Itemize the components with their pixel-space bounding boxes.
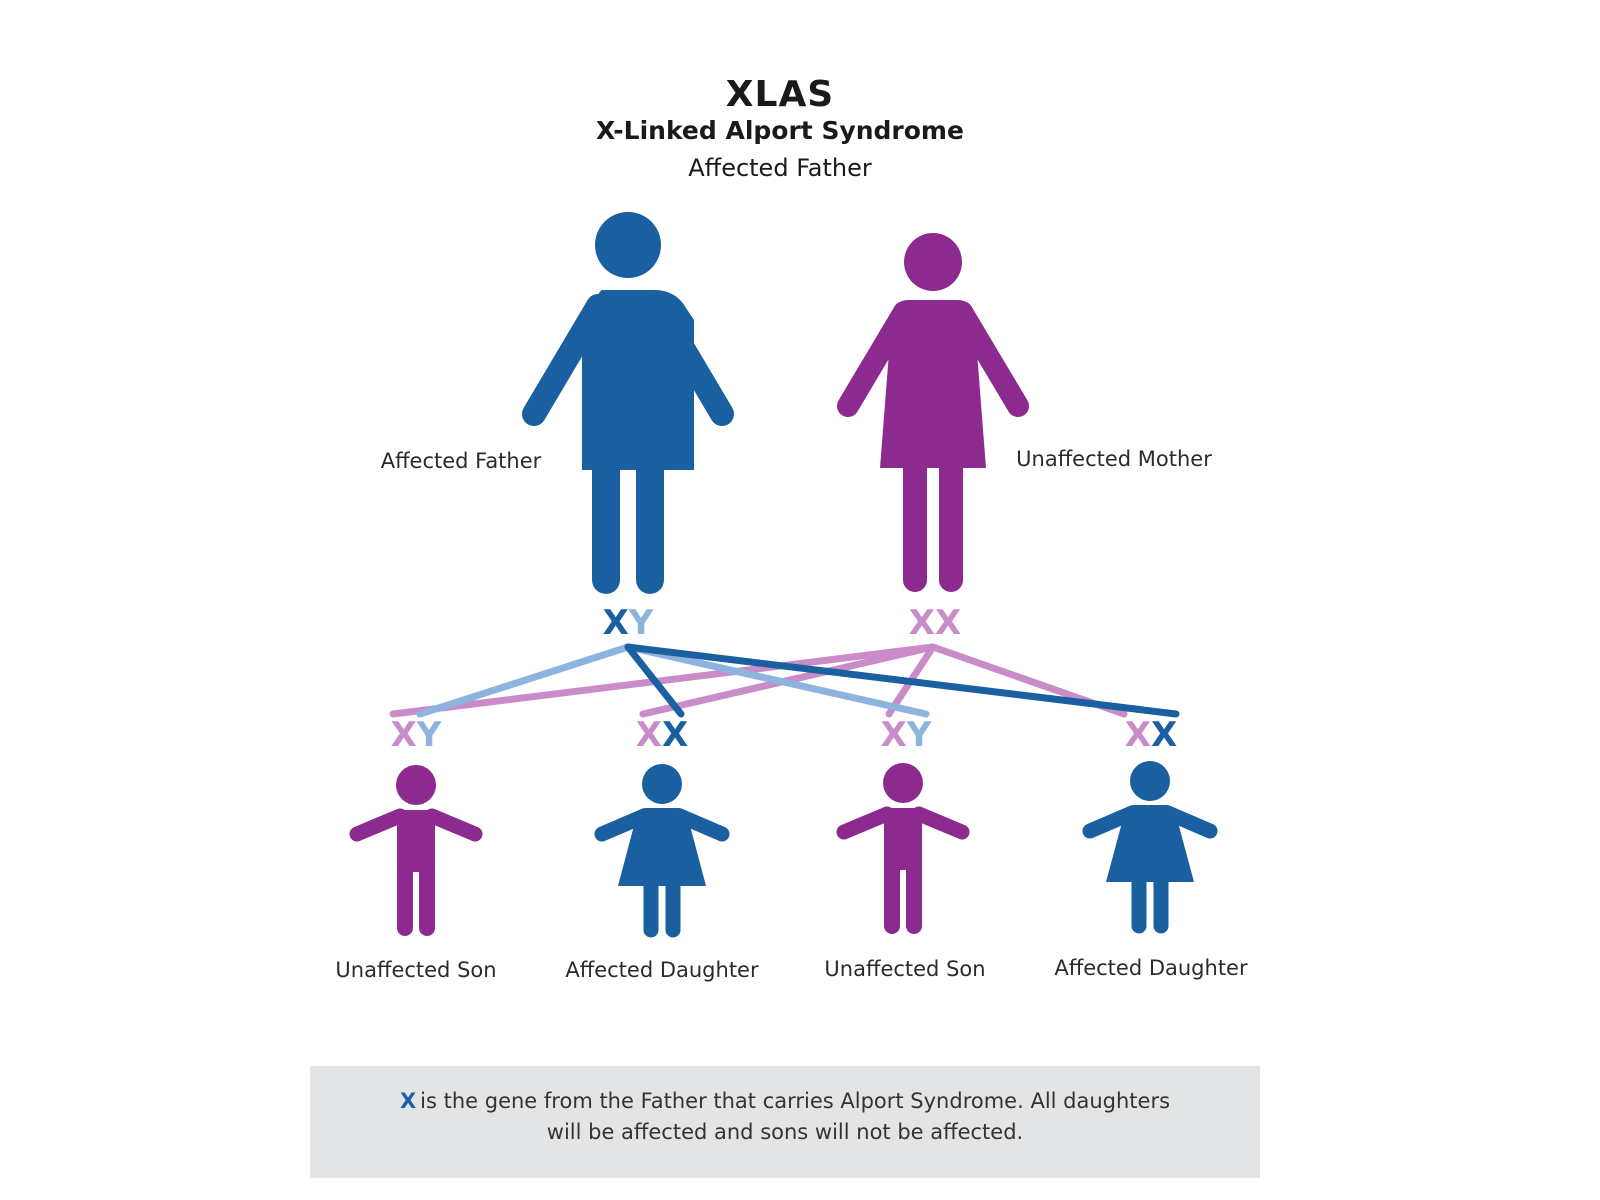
- inheritance-line-father-son1: [416, 643, 632, 718]
- child4-left-arm: [1082, 805, 1140, 839]
- child3-torso: [884, 808, 922, 870]
- child3-label: Unaffected Son: [824, 957, 985, 981]
- child2-dress: [618, 808, 706, 886]
- inheritance-line-father-son2: [624, 643, 930, 718]
- child3-left-arm: [836, 806, 895, 840]
- female-child-icon: [642, 764, 682, 804]
- father-allele-1: X: [603, 603, 629, 643]
- child4-figure: [1082, 761, 1218, 934]
- note-text-1: is the gene from the Father that carries…: [420, 1089, 1171, 1113]
- inheritance-lines: [389, 643, 1180, 718]
- child2-left-arm: [594, 808, 652, 842]
- child2-genotype: XX: [636, 715, 688, 755]
- child1-right-arm: [424, 808, 483, 842]
- father-allele-2: Y: [628, 603, 654, 643]
- child2-allele-2: X: [662, 715, 688, 755]
- diagram-subtitle: X-Linked Alport Syndrome: [596, 116, 964, 145]
- child2-label: Affected Daughter: [565, 958, 759, 982]
- diagram-case: Affected Father: [688, 154, 872, 182]
- mother-left-arm: [837, 301, 915, 417]
- child4-allele-2: X: [1151, 715, 1177, 755]
- child4-label: Affected Daughter: [1054, 956, 1248, 980]
- father-right-arm: [646, 294, 734, 426]
- note-x-symbol: X: [399, 1089, 417, 1113]
- child4-dress: [1106, 805, 1194, 882]
- child1-allele-2: Y: [416, 715, 442, 755]
- male-child-icon: [396, 765, 436, 805]
- mother-label: Unaffected Mother: [1016, 447, 1212, 471]
- child3-right-arm: [911, 806, 970, 840]
- diagram-title: XLAS: [725, 74, 835, 115]
- child1-label: Unaffected Son: [335, 958, 496, 982]
- female-child-icon: [1130, 761, 1170, 801]
- child3-allele-2: Y: [906, 715, 932, 755]
- mother-allele-2: X: [935, 603, 961, 643]
- child3-figure: [836, 763, 970, 934]
- mother-figure: [837, 233, 1029, 592]
- inheritance-line-father-daughter2: [624, 643, 1180, 718]
- child1-left-arm: [349, 808, 408, 842]
- male-child-icon: [883, 763, 923, 803]
- child3-allele-1: X: [881, 715, 907, 755]
- child1-allele-1: X: [391, 715, 417, 755]
- child4-right-arm: [1160, 805, 1218, 839]
- mother-allele-1: X: [909, 603, 935, 643]
- child2-right-arm: [672, 808, 730, 842]
- child2-allele-1: X: [636, 715, 662, 755]
- inheritance-line-mother-son1: [389, 643, 937, 718]
- inheritance-line-father-daughter1: [624, 643, 685, 718]
- child3-genotype: XY: [881, 715, 932, 755]
- mother-dress: [880, 300, 986, 468]
- child4-allele-1: X: [1125, 715, 1151, 755]
- child1-torso: [397, 810, 435, 872]
- child4-genotype: XX: [1125, 715, 1177, 755]
- mother-genotype: XX: [909, 603, 961, 643]
- child1-figure: [349, 765, 483, 936]
- father-figure: [522, 212, 734, 594]
- mother-right-arm: [951, 301, 1029, 417]
- female-adult-icon: [904, 233, 962, 291]
- child1-genotype: XY: [391, 715, 442, 755]
- father-label: Affected Father: [381, 449, 542, 473]
- father-genotype: XY: [603, 603, 654, 643]
- note-text-2: will be affected and sons will not be af…: [546, 1120, 1024, 1144]
- child2-figure: [594, 764, 730, 938]
- male-adult-icon: [595, 212, 661, 278]
- father-left-arm: [522, 294, 610, 426]
